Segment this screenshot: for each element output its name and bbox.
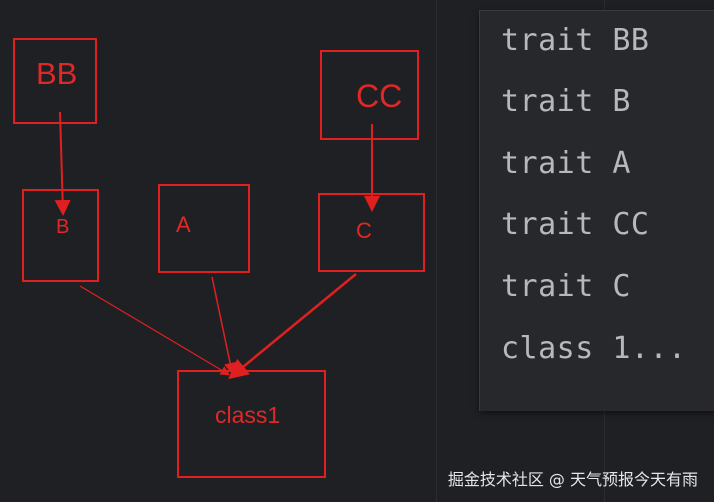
editor-divider-line [436,0,437,502]
node-a-label: A [176,212,191,237]
node-cc-label: CC [356,78,403,114]
console-output-panel[interactable]: trait BB trait B trait A trait CC trait … [479,10,714,411]
arrow-b-to-class1 [79,285,231,376]
node-class1-box [177,370,326,478]
watermark-text: 掘金技术社区 @ 天气预报今天有雨 [447,470,698,489]
console-line: trait CC [501,207,650,242]
arrow-bb-to-b [54,111,71,216]
node-b-box [22,189,99,282]
node-class1-label: class1 [215,402,281,428]
node-b-label: B [56,216,70,238]
console-line: trait B [501,84,631,119]
arrow-a-to-class1 [211,276,237,375]
console-line: class 1... [501,331,687,366]
node-bb-box [13,38,97,124]
node-c-box [318,193,425,272]
node-c-label: C [356,218,372,243]
node-a-box [158,184,250,273]
console-line: trait C [501,269,631,304]
node-bb-label: BB [36,56,78,91]
node-cc-box [320,50,419,140]
arrow-c-to-class1 [228,273,357,380]
console-line: trait A [501,146,631,181]
console-line: trait BB [501,23,650,58]
